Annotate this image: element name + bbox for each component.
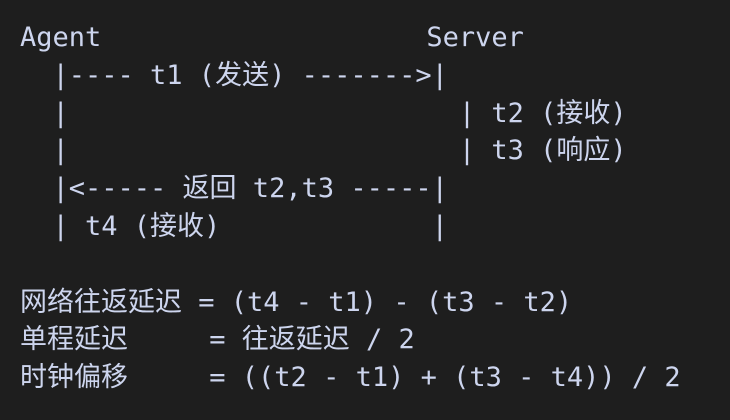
code-line-blank xyxy=(20,246,681,284)
code-line-clock-offset: 时钟偏移 = ((t2 - t1) + (t3 - t4)) / 2 xyxy=(20,362,681,394)
code-line-t1: |---- t1 (发送) ------->| xyxy=(20,59,448,91)
code-line-t2: | | t2 (接收) xyxy=(20,97,627,129)
code-line-t3: | | t3 (响应) xyxy=(20,135,627,167)
code-line-one-way: 单程延迟 = 往返延迟 / 2 xyxy=(20,324,415,356)
code-line-rtt: 网络往返延迟 = (t4 - t1) - (t3 - t2) xyxy=(20,286,573,318)
code-line-header: Agent Server xyxy=(20,22,524,53)
code-line-t4: | t4 (接收) | xyxy=(20,210,448,242)
code-line-return: |<----- 返回 t2,t3 -----| xyxy=(20,173,448,205)
code-block: Agent Server |---- t1 (发送) ------->| | |… xyxy=(20,19,681,397)
